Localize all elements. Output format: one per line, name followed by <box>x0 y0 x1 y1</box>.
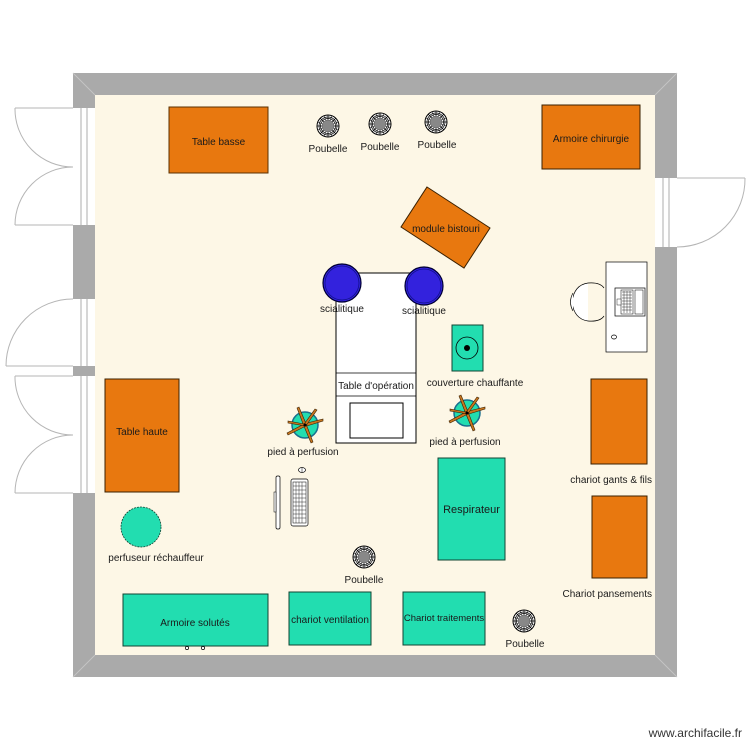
module-bistouri[interactable]: module bistouri <box>400 186 491 269</box>
scialitique-label: scialitique <box>402 306 446 317</box>
pied-perfusion-right[interactable]: pied à perfusion <box>429 394 501 448</box>
scialitique-right[interactable]: scialitique <box>402 266 446 317</box>
poubelle-4[interactable]: Poubelle <box>345 545 384 586</box>
perfuseur-rechauffeur[interactable]: perfuseur réchauffeur <box>108 506 204 564</box>
keyboard-icon <box>290 478 309 527</box>
armoire-chirurgie[interactable]: Armoire chirurgie <box>541 104 641 170</box>
table-haute[interactable]: Table haute <box>104 378 180 493</box>
couverture-chauffante-label: couverture chauffante <box>427 378 524 389</box>
pied-perfusion-label: pied à perfusion <box>267 447 338 458</box>
poubelle-2[interactable]: Poubelle <box>361 112 400 153</box>
armoire-solutes-label: Armoire solutés <box>160 618 229 629</box>
module-bistouri-label: module bistouri <box>412 224 480 235</box>
laptop-icon <box>614 287 646 317</box>
monitor-icon <box>275 475 281 530</box>
scialitique-label: scialitique <box>320 304 364 315</box>
chariot-ventilation[interactable]: chariot ventilation <box>288 591 372 646</box>
door-left-bottom-double[interactable] <box>14 375 95 494</box>
table-haute-label: Table haute <box>116 427 168 438</box>
door-left-middle[interactable] <box>5 298 95 367</box>
pied-perfusion-left[interactable]: pied à perfusion <box>267 406 339 458</box>
table-operation[interactable]: Table d'opération <box>335 272 417 444</box>
poubelle-label: Poubelle <box>361 142 400 153</box>
poubelle-label: Poubelle <box>345 575 384 586</box>
armoire-chirurgie-label: Armoire chirurgie <box>553 134 630 145</box>
chariot-gants-label: chariot gants & fils <box>570 475 652 486</box>
chariot-pansements-label: Chariot pansements <box>563 589 653 600</box>
poubelle-label: Poubelle <box>309 144 348 155</box>
poubelle-label: Poubelle <box>418 140 457 151</box>
chariot-traitements[interactable]: Chariot traitements <box>402 591 486 646</box>
respirateur-label: Respirateur <box>443 504 500 516</box>
poubelle-5[interactable]: Poubelle <box>506 609 545 650</box>
scialitique-left[interactable]: scialitique <box>320 263 364 315</box>
couverture-chauffante[interactable]: couverture chauffante <box>427 324 524 389</box>
door-right[interactable] <box>655 177 746 248</box>
table-basse[interactable]: Table basse <box>168 106 269 174</box>
poubelle-1[interactable]: Poubelle <box>309 114 348 155</box>
table-operation-label: Table d'opération <box>338 381 414 392</box>
armoire-solutes[interactable]: Armoire solutés <box>122 593 269 650</box>
chariot-traitements-label: Chariot traitements <box>404 613 485 624</box>
door-left-top-double[interactable] <box>14 107 95 226</box>
poubelle-3[interactable]: Poubelle <box>418 110 457 151</box>
respirateur[interactable]: Respirateur <box>437 457 506 561</box>
mouse-icon <box>611 334 617 340</box>
poubelle-label: Poubelle <box>506 639 545 650</box>
watermark[interactable]: www.archifacile.fr <box>648 726 742 740</box>
pied-perfusion-label: pied à perfusion <box>429 437 500 448</box>
chariot-ventilation-label: chariot ventilation <box>291 615 369 626</box>
table-basse-label: Table basse <box>192 137 246 148</box>
chariot-pansements[interactable]: Chariot pansements <box>563 495 653 600</box>
chariot-gants-fils[interactable]: chariot gants & fils <box>570 378 652 486</box>
computer-station[interactable] <box>273 467 309 530</box>
perfuseur-label: perfuseur réchauffeur <box>108 553 204 564</box>
desk-workstation[interactable] <box>570 261 648 353</box>
